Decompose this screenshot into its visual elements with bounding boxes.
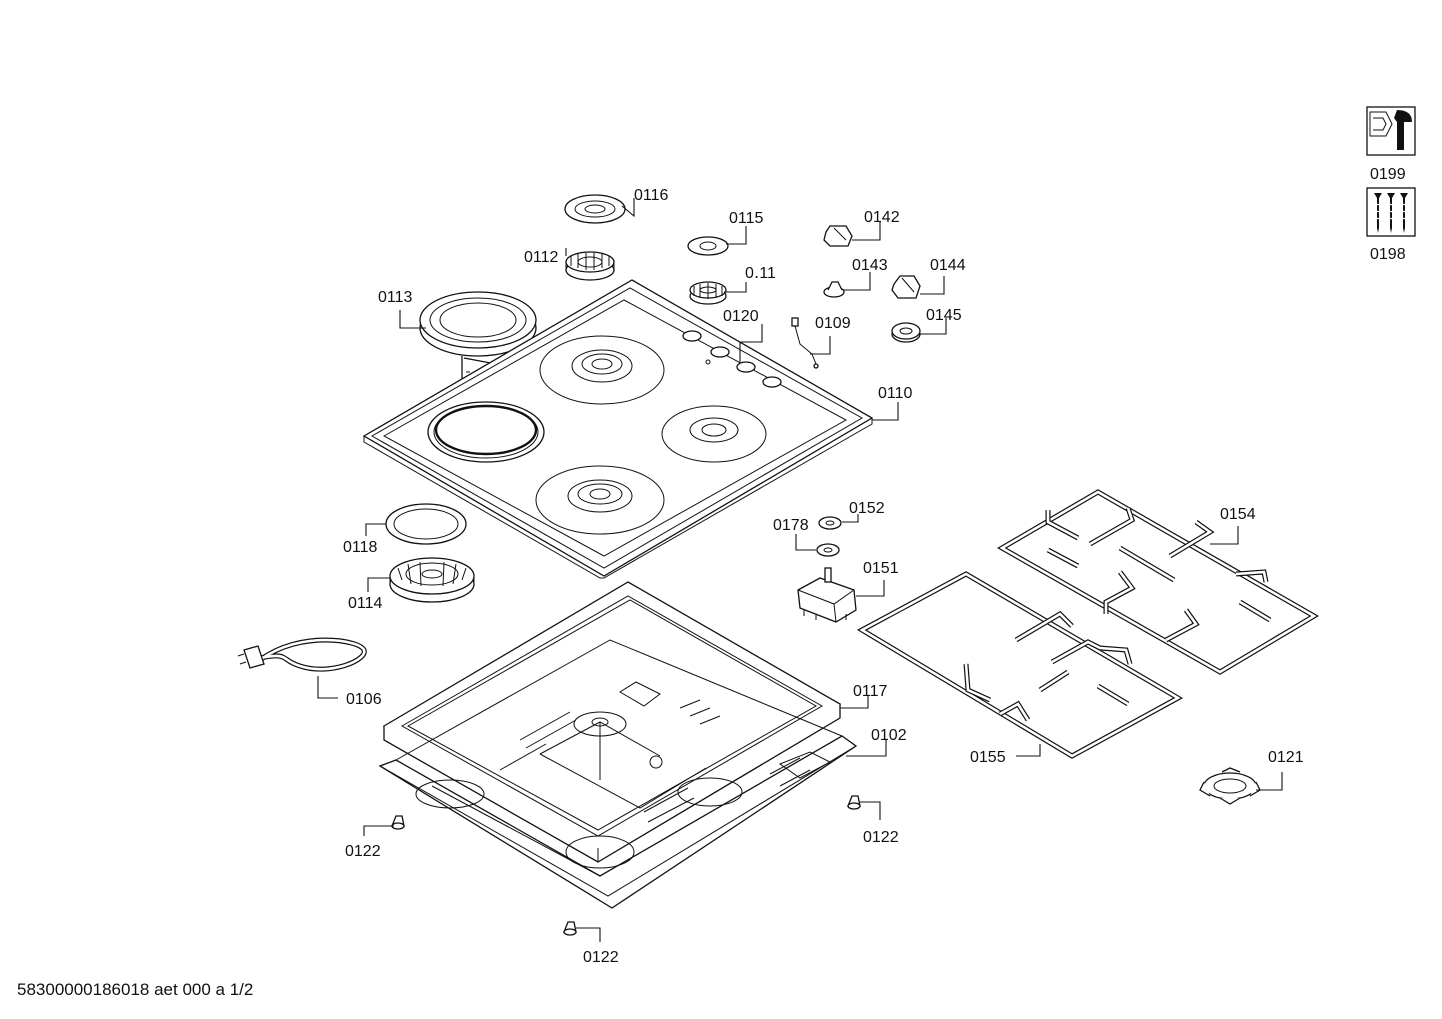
leader-line [920,318,947,335]
leader-line [846,740,887,757]
leader-line [363,825,394,836]
bottom-tray[interactable] [378,639,858,909]
leader-line [399,310,426,329]
part-label: 0151 [863,560,899,577]
leader-line [1016,744,1041,757]
burner-cap-small[interactable] [687,236,729,256]
wok-ring[interactable] [1199,767,1261,805]
sealing-ring[interactable] [385,503,467,545]
part-label: 0120 [723,308,759,325]
part-label: 0109 [815,315,851,332]
knob-adapter[interactable] [823,281,845,298]
leader-line [367,577,390,592]
leader-line [1210,526,1239,545]
document-footer: 58300000186018 aet 000 a 1/2 [17,980,254,999]
rubber-foot-2[interactable] [847,795,861,810]
screws-label: 0198 [1370,246,1406,263]
part-label: 0143 [852,257,888,274]
part-label: 0145 [926,307,962,324]
burner-head-small[interactable] [689,281,727,305]
screws-icon[interactable] [1366,187,1416,237]
leader-line [872,402,899,421]
wrench-icon[interactable] [1366,106,1416,156]
burner-cap-large[interactable] [564,194,626,224]
part-label: 0142 [864,209,900,226]
leader-line [576,927,601,942]
knob-ring[interactable] [891,322,921,343]
leader-line [726,226,747,245]
part-label: 0154 [1220,506,1256,523]
leader-line [795,534,816,551]
leader-line [810,336,831,355]
leader-line [621,198,635,218]
hob-frame[interactable] [382,581,842,863]
leader-line [1256,772,1283,791]
burner-head-large[interactable] [389,557,475,603]
leader-line [724,282,747,293]
part-label: 0117 [853,683,888,700]
leader-line [317,676,338,699]
leader-line [840,696,869,709]
part-label: 0152 [849,500,885,517]
part-label: 0106 [346,691,382,708]
pan-support-rear[interactable] [996,489,1319,675]
part-label: 0122 [863,829,899,846]
leader-line [856,580,885,597]
part-label: 0102 [871,727,907,744]
leader-line [365,523,386,536]
part-label: 0144 [930,257,966,274]
part-label: 0121 [1268,749,1304,766]
control-knob[interactable] [823,225,853,247]
part-label: 0․11 [745,265,776,282]
leader-line [843,272,871,291]
part-label: 0113 [378,289,413,306]
tool-label: 0199 [1370,166,1406,183]
part-label: 0116 [634,187,669,204]
part-label: 0178 [773,517,809,534]
burner-head[interactable] [565,251,615,281]
rubber-foot[interactable] [391,815,405,830]
hob-top-plate[interactable] [362,279,874,579]
part-label: 0112 [524,249,559,266]
pan-support-front[interactable] [856,571,1184,759]
part-label: 0122 [345,843,381,860]
part-label: 0155 [970,749,1006,766]
leader-line [739,324,763,362]
leader-line [852,222,881,241]
electric-hotplate[interactable] [419,291,537,381]
part-label: 0122 [583,949,619,966]
leader-line [842,514,859,523]
thermocouple[interactable] [791,317,819,369]
spacer-ring[interactable] [816,543,840,557]
leader-line [920,276,945,295]
washer[interactable] [818,516,842,530]
part-label: 0118 [343,539,378,556]
part-label: 0110 [878,385,913,402]
part-label: 0115 [729,210,764,227]
part-label: 0114 [348,595,383,612]
leader-line [860,801,881,820]
control-knob-2[interactable] [891,275,921,299]
power-cable[interactable] [237,637,367,672]
energy-regulator[interactable] [797,567,857,623]
rubber-foot-3[interactable] [563,921,577,936]
